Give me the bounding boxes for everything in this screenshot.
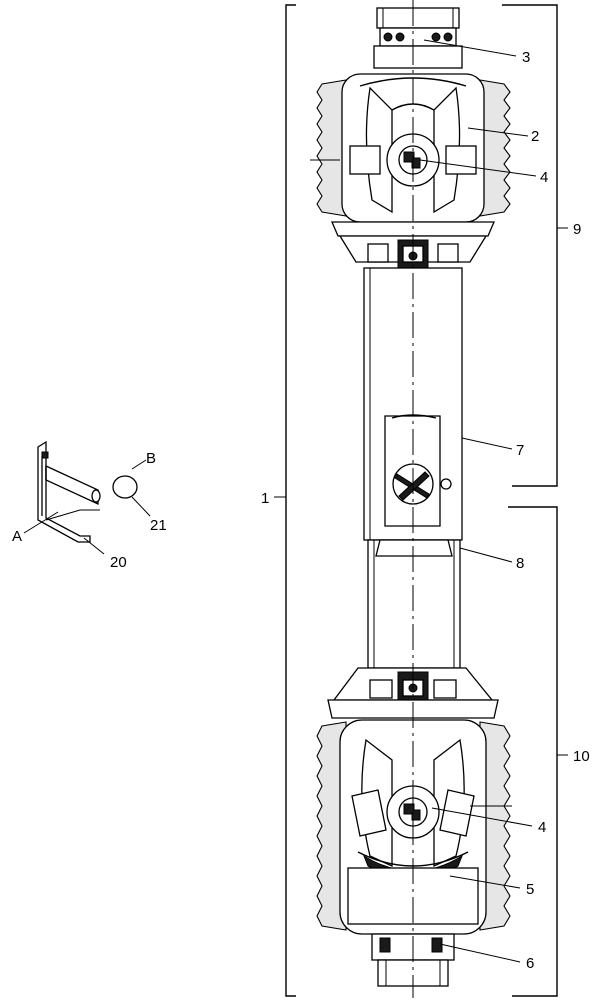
label-10: 10 — [573, 748, 590, 765]
label-21: 21 — [150, 517, 167, 534]
bracket-10 — [508, 506, 568, 997]
label-8: 8 — [516, 555, 524, 572]
inner-tube — [367, 539, 461, 669]
bellows-left-bottom — [316, 721, 347, 931]
label-7: 7 — [516, 442, 524, 459]
label-5: 5 — [526, 881, 534, 898]
clip-21 — [112, 475, 138, 499]
pin-clip-detail — [23, 440, 151, 555]
label-6: 6 — [526, 955, 534, 972]
label-3: 3 — [522, 49, 530, 66]
bracket-9 — [502, 4, 568, 487]
label-b: B — [146, 450, 156, 467]
label-4-top: 4 — [540, 169, 548, 186]
label-9: 9 — [573, 221, 581, 238]
label-4-bottom: 4 — [538, 819, 546, 836]
bracket-1 — [274, 4, 296, 997]
label-a: A — [12, 528, 22, 545]
label-20: 20 — [110, 554, 127, 571]
leader-lines — [419, 39, 537, 963]
label-2: 2 — [531, 128, 539, 145]
bellows-right-bottom — [479, 721, 511, 931]
top-yoke-assembly — [310, 7, 511, 269]
bellows-right-top — [479, 79, 511, 217]
bottom-yoke-assembly — [316, 667, 512, 987]
label-1: 1 — [261, 490, 269, 507]
bellows-left-top — [316, 79, 347, 217]
